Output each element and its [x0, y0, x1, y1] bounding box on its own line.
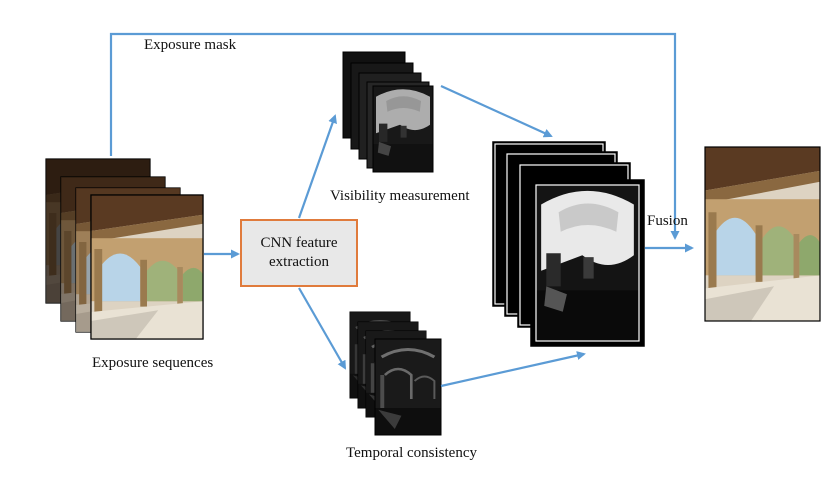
exposure-mask-arrow	[109, 32, 680, 240]
exposure-mask-label: Exposure mask	[144, 37, 237, 53]
cnn-feature-extraction-box: CNN feature extraction	[240, 219, 358, 287]
cnn-box-line-1: CNN feature	[260, 235, 338, 251]
fused-result-image	[704, 146, 821, 322]
exposure-sequences-label: Exposure sequences	[92, 355, 214, 371]
temporal-stack	[349, 311, 442, 436]
temporal-consistency-label: Temporal consistency	[346, 445, 477, 461]
visibility-measurement-label: Visibility measurement	[330, 188, 470, 204]
branch-arrows	[297, 84, 694, 388]
cnn-box-line-2: extraction	[269, 254, 329, 270]
exposure-sequences-stack	[45, 158, 204, 340]
fusion-label: Fusion	[647, 213, 688, 229]
weight-maps-stack	[492, 141, 645, 347]
visibility-stack	[342, 51, 434, 173]
